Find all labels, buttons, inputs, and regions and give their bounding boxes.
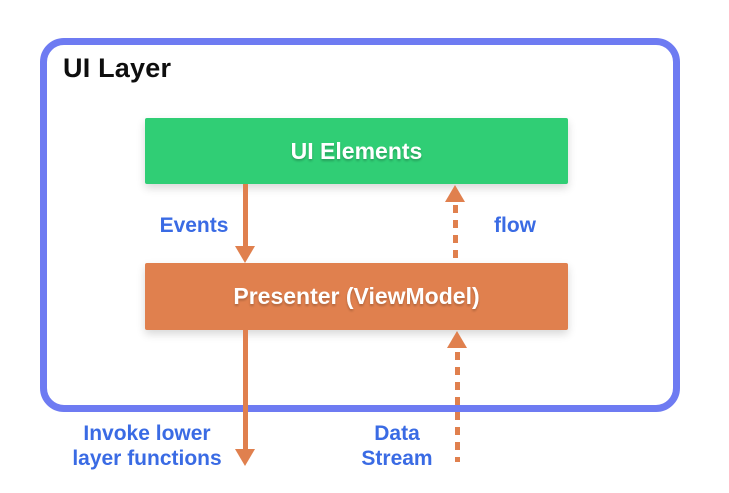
flow-arrowhead-icon (445, 185, 465, 202)
flow-label: flow (494, 214, 536, 237)
events-arrowhead-icon (235, 246, 255, 263)
invoke-label: Invoke lower layer functions (61, 421, 233, 471)
presenter-node: Presenter (ViewModel) (145, 263, 568, 330)
data-stream-label-line2: Stream (361, 447, 433, 470)
invoke-label-line1: Invoke lower (83, 422, 211, 445)
data-stream-arrow-line (455, 352, 460, 462)
flow-arrow-line (453, 205, 458, 263)
ui-layer-frame (40, 38, 680, 412)
ui-elements-node: UI Elements (145, 118, 568, 184)
ui-layer-title: UI Layer (63, 53, 172, 83)
data-stream-label-line1: Data (374, 422, 420, 445)
ui-elements-label: UI Elements (290, 137, 423, 164)
presenter-label: Presenter (ViewModel) (233, 283, 480, 309)
invoke-arrowhead-icon (235, 449, 255, 466)
events-arrow-line (243, 184, 248, 248)
data-stream-arrowhead-icon (447, 331, 467, 348)
data-stream-label: Data Stream (347, 421, 447, 471)
invoke-label-line2: layer functions (72, 447, 222, 470)
invoke-arrow-line (243, 330, 248, 450)
events-label: Events (159, 214, 229, 237)
